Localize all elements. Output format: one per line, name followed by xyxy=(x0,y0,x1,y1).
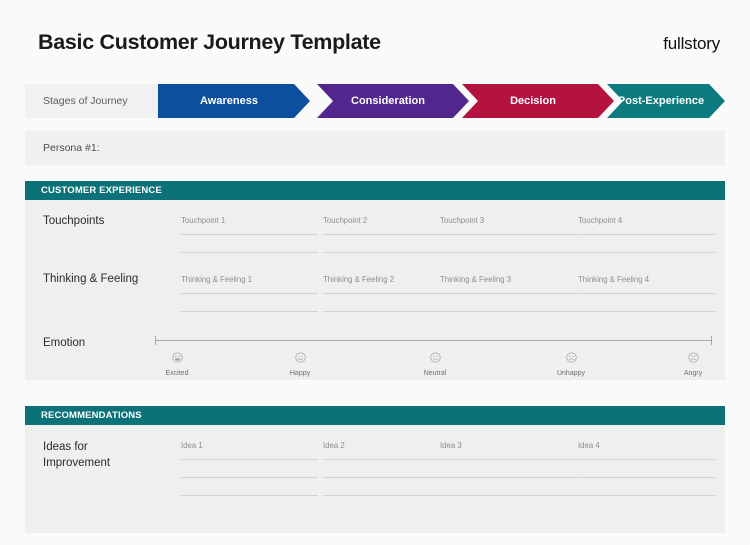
field-line[interactable] xyxy=(323,459,460,460)
field-line[interactable] xyxy=(578,495,715,496)
field-idea-2[interactable]: Idea 2 xyxy=(323,441,460,496)
field-thinking-feeling-1[interactable]: Thinking & Feeling 1 xyxy=(181,275,318,312)
field-line[interactable] xyxy=(323,311,460,312)
section-header-recommendations: RECOMMENDATIONS xyxy=(25,406,725,425)
section-header-label: RECOMMENDATIONS xyxy=(41,410,142,421)
emotion-axis-line xyxy=(155,340,712,341)
stage-chevron-decision[interactable]: Decision xyxy=(462,84,614,118)
field-line[interactable] xyxy=(181,234,318,235)
emotion-scale-axis xyxy=(155,336,712,345)
customer-experience-panel: Touchpoints Touchpoint 1 Touchpoint 2 To… xyxy=(25,200,725,380)
field-placeholder: Touchpoint 4 xyxy=(578,216,623,225)
field-idea-3[interactable]: Idea 3 xyxy=(440,441,577,496)
field-line[interactable] xyxy=(181,477,318,478)
field-line[interactable] xyxy=(323,477,460,478)
field-touchpoint-1[interactable]: Touchpoint 1 xyxy=(181,216,318,253)
field-line[interactable] xyxy=(578,477,715,478)
emotion-option-neutral[interactable]: Neutral xyxy=(400,350,470,377)
face-happy-icon xyxy=(265,350,335,368)
field-line[interactable] xyxy=(578,234,715,235)
emotion-option-label: Neutral xyxy=(423,370,447,377)
emotion-option-label: Happy xyxy=(289,370,311,377)
field-line[interactable] xyxy=(440,495,577,496)
emotion-axis-cap-right xyxy=(711,336,712,345)
field-line[interactable] xyxy=(181,252,318,253)
field-placeholder: Touchpoint 3 xyxy=(440,216,485,225)
field-line[interactable] xyxy=(578,293,715,294)
face-excited-icon xyxy=(142,350,212,368)
recommendations-panel: Ideas for Improvement Idea 1 Idea 2 Idea… xyxy=(25,425,725,533)
field-line[interactable] xyxy=(440,234,577,235)
field-line[interactable] xyxy=(440,252,577,253)
emotion-option-angry[interactable]: Angry xyxy=(658,350,728,377)
stage-chevron-label: Decision xyxy=(510,95,556,107)
field-placeholder: Thinking & Feeling 4 xyxy=(578,275,650,284)
row-label-ideas-for-improvement: Ideas for Improvement xyxy=(43,441,111,469)
stages-row-label: Stages of Journey xyxy=(25,84,158,118)
field-placeholder: Idea 3 xyxy=(440,441,462,450)
field-line[interactable] xyxy=(440,459,577,460)
field-idea-1[interactable]: Idea 1 xyxy=(181,441,318,496)
field-line[interactable] xyxy=(440,477,577,478)
field-placeholder: Idea 1 xyxy=(181,441,203,450)
field-placeholder: Touchpoint 1 xyxy=(181,216,226,225)
field-placeholder: Touchpoint 2 xyxy=(323,216,368,225)
stage-chevron-consideration[interactable]: Consideration xyxy=(317,84,469,118)
section-header-customer-experience: CUSTOMER EXPERIENCE xyxy=(25,181,725,200)
field-line[interactable] xyxy=(181,459,318,460)
persona-label: Persona #1: xyxy=(43,142,100,154)
persona-row[interactable]: Persona #1: xyxy=(25,131,725,165)
field-line[interactable] xyxy=(323,234,460,235)
face-angry-icon xyxy=(658,350,728,368)
stage-chevron-label: Consideration xyxy=(351,95,425,107)
field-placeholder: Idea 2 xyxy=(323,441,345,450)
field-line[interactable] xyxy=(323,293,460,294)
field-line[interactable] xyxy=(440,311,577,312)
stages-row-label-text: Stages of Journey xyxy=(43,95,128,107)
emotion-option-unhappy[interactable]: Unhappy xyxy=(536,350,606,377)
row-label-thinking-feeling: Thinking & Feeling xyxy=(43,273,139,285)
field-line[interactable] xyxy=(181,495,318,496)
emotion-option-label: Angry xyxy=(683,370,703,377)
page-title: Basic Customer Journey Template xyxy=(38,30,381,54)
emotion-option-label: Excited xyxy=(165,370,189,377)
field-placeholder: Thinking & Feeling 2 xyxy=(323,275,395,284)
field-touchpoint-4[interactable]: Touchpoint 4 xyxy=(578,216,715,253)
stage-chevron-post-experience[interactable]: Post-Experience xyxy=(607,84,725,118)
emotion-option-excited[interactable]: Excited xyxy=(142,350,212,377)
stage-chevron-label: Awareness xyxy=(200,95,258,107)
fullstory-logo: fullstory xyxy=(663,34,720,53)
stages-of-journey-row: Stages of Journey Awareness Consideratio… xyxy=(25,84,725,118)
emotion-option-label: Unhappy xyxy=(556,370,586,377)
field-thinking-feeling-2[interactable]: Thinking & Feeling 2 xyxy=(323,275,460,312)
field-line[interactable] xyxy=(181,293,318,294)
field-line[interactable] xyxy=(181,311,318,312)
emotion-option-happy[interactable]: Happy xyxy=(265,350,335,377)
field-line[interactable] xyxy=(323,495,460,496)
field-placeholder: Idea 4 xyxy=(578,441,600,450)
row-label-touchpoints: Touchpoints xyxy=(43,215,105,227)
section-header-label: CUSTOMER EXPERIENCE xyxy=(41,185,162,196)
field-line[interactable] xyxy=(578,459,715,460)
page-header: Basic Customer Journey Template fullstor… xyxy=(0,0,750,80)
field-placeholder: Thinking & Feeling 1 xyxy=(181,275,253,284)
field-thinking-feeling-3[interactable]: Thinking & Feeling 3 xyxy=(440,275,577,312)
field-idea-4[interactable]: Idea 4 xyxy=(578,441,715,496)
field-placeholder: Thinking & Feeling 3 xyxy=(440,275,512,284)
face-unhappy-icon xyxy=(536,350,606,368)
field-touchpoint-3[interactable]: Touchpoint 3 xyxy=(440,216,577,253)
field-line[interactable] xyxy=(578,252,715,253)
stage-chevron-label: Post-Experience xyxy=(617,95,705,107)
field-touchpoint-2[interactable]: Touchpoint 2 xyxy=(323,216,460,253)
stage-chevron-awareness[interactable]: Awareness xyxy=(158,84,310,118)
emotion-axis-cap-left xyxy=(155,336,156,345)
row-label-emotion: Emotion xyxy=(43,337,86,349)
field-line[interactable] xyxy=(440,293,577,294)
face-neutral-icon xyxy=(400,350,470,368)
field-line[interactable] xyxy=(578,311,715,312)
field-line[interactable] xyxy=(323,252,460,253)
field-thinking-feeling-4[interactable]: Thinking & Feeling 4 xyxy=(578,275,715,312)
